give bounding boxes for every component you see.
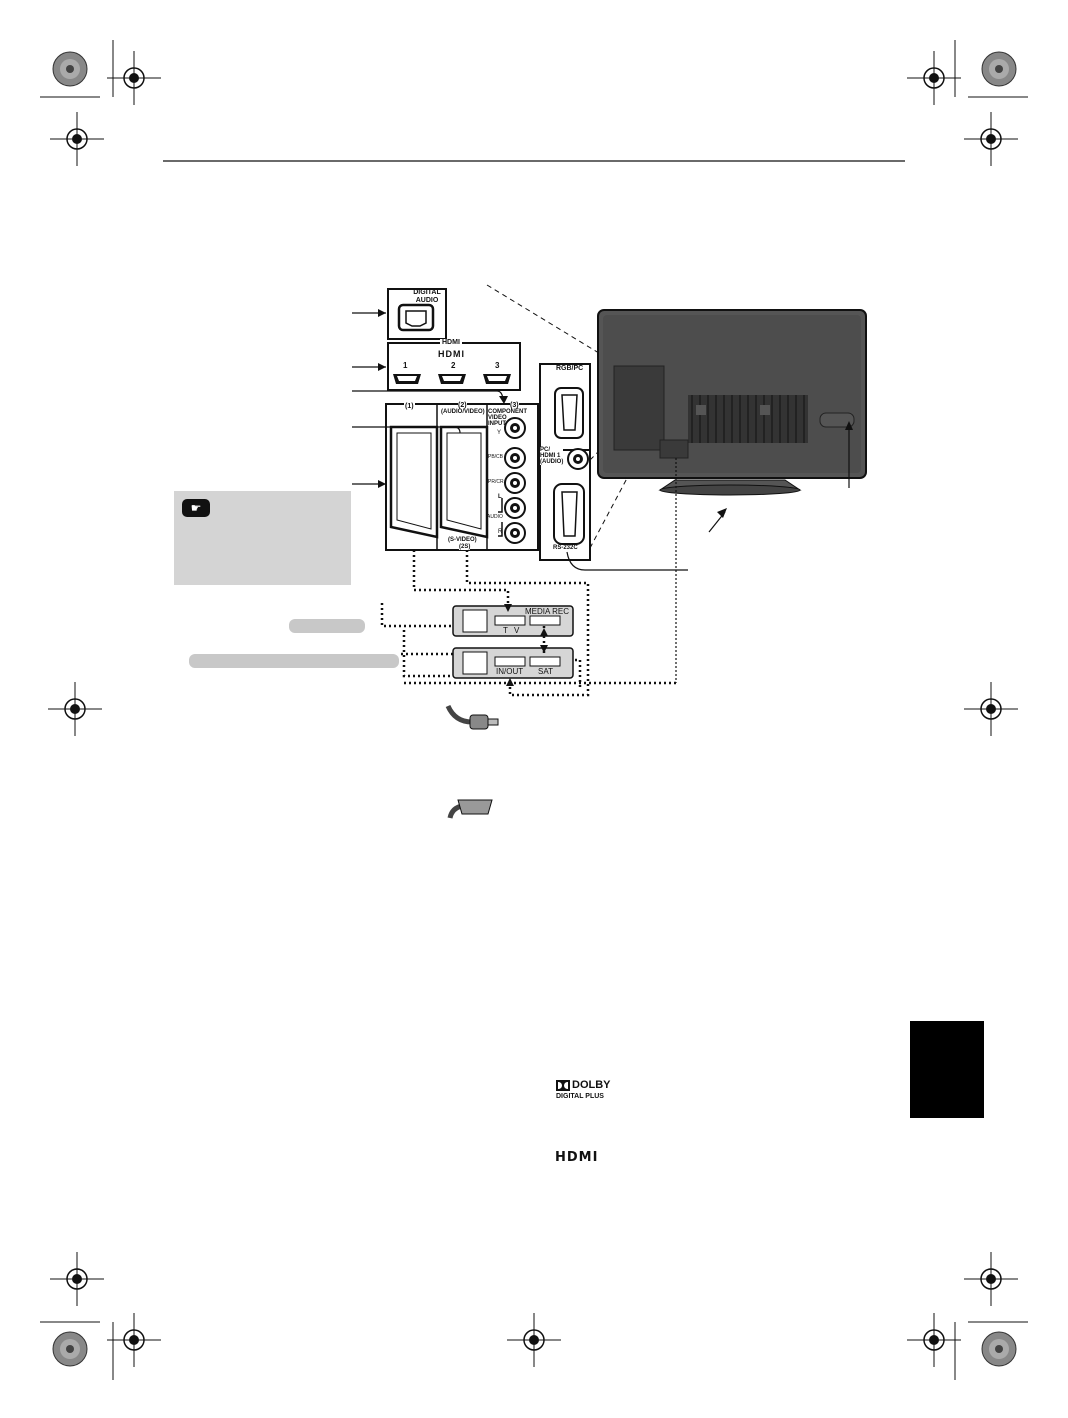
component-title: COMPONENT VIDEO INPUT	[488, 409, 527, 427]
dolby-text: DOLBY	[572, 1079, 611, 1091]
pc-panel	[539, 363, 591, 561]
svideo-label: (S-VIDEO)	[448, 537, 477, 543]
input-panel	[385, 403, 539, 551]
pc-audio-label: PC/ HDMI 1 (AUDIO)	[540, 447, 564, 465]
sat-label: SAT	[538, 667, 553, 676]
scart-pins	[400, 440, 403, 520]
crop-marks	[40, 40, 1028, 1380]
tv-rear	[597, 309, 867, 496]
input-3-label: (3)	[510, 402, 519, 409]
pc-audio-3: (AUDIO)	[540, 459, 564, 465]
audio-r: R	[498, 529, 503, 535]
scart-input-2-sub: (AUDIO/VIDEO)	[441, 409, 485, 415]
rgb-pc-label: RGB/PC	[556, 365, 584, 372]
hand-pointer-icon: ☛	[182, 499, 210, 517]
scart-input-1-label: (1)	[404, 403, 415, 410]
dolby-logo: DOLBY DIGITAL PLUS	[556, 1079, 626, 1106]
scart-input-2-label: (2)	[458, 402, 467, 409]
in-out-label: IN/OUT	[496, 667, 524, 676]
scart-cable-icon	[447, 799, 493, 819]
hdmi-logo-text: HDMI	[555, 1150, 599, 1165]
note-box: ☛	[174, 491, 351, 585]
audio-label: AUDIO	[487, 514, 503, 520]
cable-paths	[380, 550, 676, 697]
media-rec-label: MEDIA REC	[525, 607, 570, 616]
component-title-1: COMPONENT	[488, 409, 527, 415]
component-y: Y	[497, 430, 502, 436]
highlight-bar-1	[289, 619, 365, 633]
pc-audio-1: PC/	[540, 447, 551, 453]
input-2s-label: (2S)	[459, 544, 471, 550]
rs232c-label: RS-232C	[553, 545, 578, 551]
highlight-bar-2	[189, 654, 399, 668]
component-title-2: VIDEO	[488, 415, 507, 421]
component-title-3: INPUT	[488, 421, 506, 427]
digital-audio-line1: DIGITAL	[413, 289, 441, 296]
digital-audio-line2: AUDIO	[415, 297, 439, 304]
digital-audio-panel	[387, 288, 447, 340]
dolby-subtext: DIGITAL PLUS	[556, 1093, 604, 1100]
hdmi-port-1: 1	[403, 361, 408, 370]
section-tab	[910, 1021, 984, 1118]
hdmi-port-3: 3	[495, 361, 500, 370]
hdmi-port-2: 2	[451, 361, 456, 370]
hdmi-panel-logo: HDMI	[438, 349, 465, 359]
digital-audio-label: DIGITAL AUDIO	[404, 289, 450, 305]
satellite-device	[452, 647, 574, 679]
component-pb: PB/CB	[488, 454, 504, 460]
tv-label: T V	[503, 626, 522, 635]
antenna-cable-icon	[445, 704, 499, 730]
hdmi-panel-title: HDMI	[440, 339, 462, 346]
component-pr: PR/CR	[488, 479, 504, 485]
hdmi-logo: HDMI	[555, 1150, 615, 1165]
recorder-device	[452, 605, 574, 637]
pc-audio-2: HDMI 1	[540, 453, 561, 459]
audio-l: L	[498, 494, 502, 500]
hdmi-panel	[387, 342, 521, 391]
